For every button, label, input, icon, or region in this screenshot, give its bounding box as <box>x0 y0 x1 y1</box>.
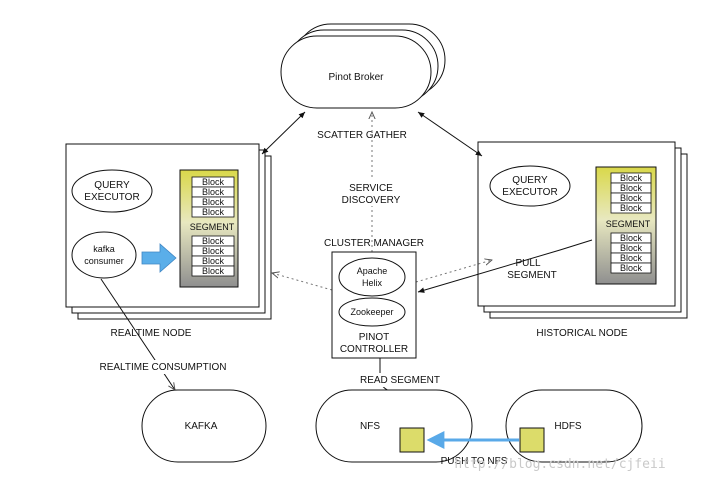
nfs-segment-icon <box>399 427 425 453</box>
realtime-block-bottom-3: Block <box>202 256 225 266</box>
realtime-block-bottom-1: Block <box>202 236 225 246</box>
apache-helix-line1: Apache <box>357 266 388 276</box>
pinot-broker: Pinot Broker <box>280 23 446 109</box>
pinot-controller-line1: PINOT <box>359 332 390 343</box>
historical-node-label: HISTORICAL NODE <box>536 328 627 339</box>
realtime-block-top-1: Block <box>202 177 225 187</box>
kafka-store: KAFKA <box>141 389 267 463</box>
historical-query-executor-line2: EXECUTOR <box>502 187 557 198</box>
pinot-controller-line2: CONTROLLER <box>340 344 408 355</box>
blue-ingest-arrow-icon <box>141 243 177 273</box>
nfs-label: NFS <box>360 421 380 432</box>
controller-to-historical-edge <box>415 260 492 283</box>
historical-segment: Block Block Block Block SEGMENT Block Bl… <box>595 166 657 285</box>
historical-block-top-3: Block <box>620 193 643 203</box>
apache-helix-line2: Helix <box>362 278 383 288</box>
hdfs-label: HDFS <box>554 421 582 432</box>
historical-block-top-1: Block <box>620 173 643 183</box>
pull-segment-label-line1: PULL <box>515 258 540 269</box>
pull-segment-edge <box>417 239 593 293</box>
kafka-consumer-line1: kafka <box>93 244 115 254</box>
realtime-node: QUERY EXECUTOR kafka consumer Block Bloc… <box>65 143 272 339</box>
pull-segment-label-line2: SEGMENT <box>507 270 556 281</box>
historical-block-bottom-1: Block <box>620 233 643 243</box>
hdfs-segment-icon <box>519 427 545 453</box>
historical-block-bottom-3: Block <box>620 253 643 263</box>
realtime-segment: Block Block Block Block SEGMENT Block Bl… <box>179 169 239 288</box>
zookeeper-label: Zookeeper <box>350 307 393 317</box>
pinot-broker-label: Pinot Broker <box>328 72 384 83</box>
controller-to-realtime-edge <box>272 273 333 291</box>
historical-query-executor-line1: QUERY <box>512 175 548 186</box>
kafka-consumer: kafka consumer <box>71 231 137 279</box>
historical-node: QUERY EXECUTOR Block Block Block Block S… <box>477 141 688 339</box>
realtime-block-bottom-2: Block <box>202 246 225 256</box>
historical-block-bottom-4: Block <box>620 263 643 273</box>
hdfs-store: HDFS <box>505 389 643 463</box>
realtime-block-top-4: Block <box>202 207 225 217</box>
scatter-gather-label: SCATTER GATHER <box>317 130 407 141</box>
scatter-gather-right-edge <box>417 111 483 157</box>
historical-segment-label: SEGMENT <box>606 219 651 229</box>
historical-block-bottom-2: Block <box>620 243 643 253</box>
realtime-block-bottom-4: Block <box>202 266 225 276</box>
cluster-manager-label: CLUSTER MANAGER <box>324 238 424 249</box>
historical-block-top-2: Block <box>620 183 643 193</box>
kafka-consumer-line2: consumer <box>84 256 124 266</box>
historical-block-top-4: Block <box>620 203 643 213</box>
service-discovery-line1: SERVICE <box>349 183 393 194</box>
realtime-block-top-2: Block <box>202 187 225 197</box>
realtime-segment-label: SEGMENT <box>190 222 235 232</box>
push-to-nfs-label: PUSH TO NFS <box>441 456 508 467</box>
nfs-store: NFS <box>315 389 473 463</box>
realtime-block-top-3: Block <box>202 197 225 207</box>
historical-query-executor: QUERY EXECUTOR <box>489 165 571 207</box>
realtime-consumption-label: REALTIME CONSUMPTION <box>99 362 226 373</box>
kafka-label: KAFKA <box>185 421 218 432</box>
apache-helix: Apache Helix <box>338 257 406 297</box>
service-discovery-line2: DISCOVERY <box>342 195 401 206</box>
pinot-controller: CLUSTER MANAGER Apache Helix Zookeeper P… <box>324 238 424 359</box>
realtime-query-executor-line2: EXECUTOR <box>84 192 139 203</box>
realtime-query-executor-line1: QUERY <box>94 180 130 191</box>
realtime-query-executor: QUERY EXECUTOR <box>71 169 153 213</box>
scatter-gather-left-edge <box>261 111 306 155</box>
realtime-node-label: REALTIME NODE <box>111 328 192 339</box>
watermark-text: http://blog.csdn.net/cjfeii <box>454 457 665 472</box>
zookeeper: Zookeeper <box>338 297 406 327</box>
read-segment-label: READ SEGMENT <box>360 375 440 386</box>
